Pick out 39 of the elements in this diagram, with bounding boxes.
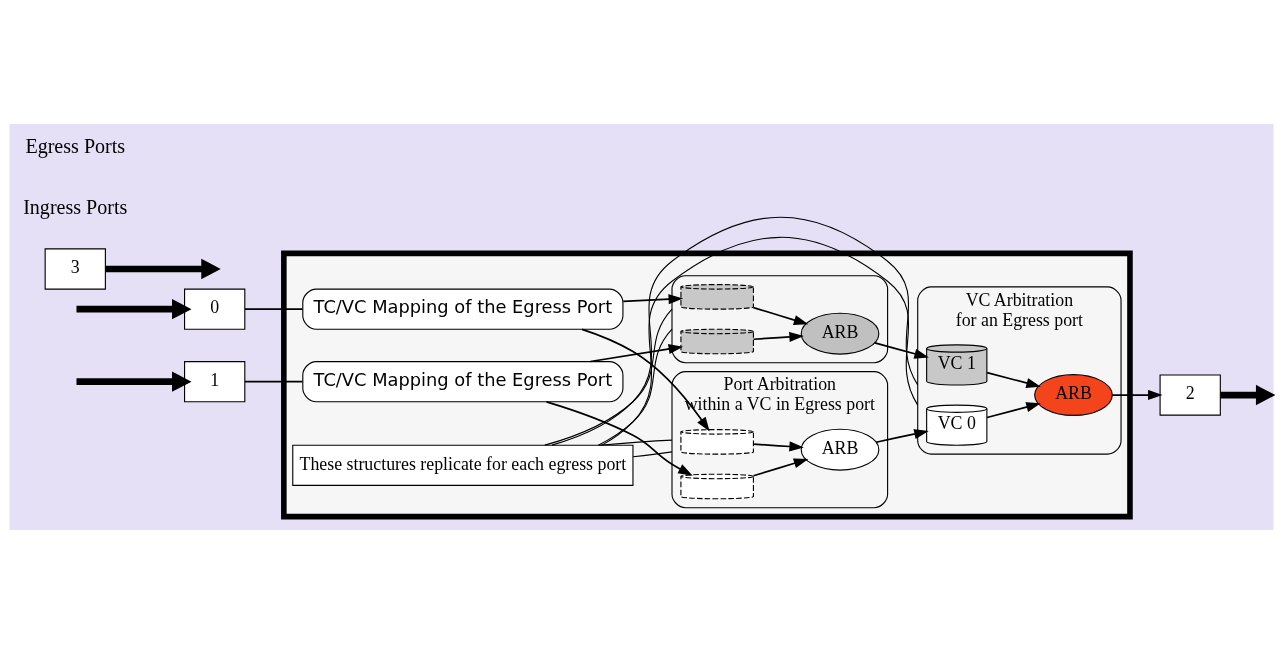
label: Ingress Ports [23,195,128,218]
arrow [589,344,684,363]
arrow [752,331,804,342]
node-box: 3 [44,248,106,290]
arrow [76,371,192,392]
arrow [986,371,1041,388]
node-box: These structures replicate for each egress port [292,444,634,486]
arrow [105,258,221,280]
node-box: 1 [184,361,246,403]
connector [244,308,304,310]
arrow [1111,389,1163,401]
arrow [1220,384,1275,406]
arrow [581,328,710,432]
connector [244,380,304,383]
node-ellipse: ARB [800,312,880,355]
arrow [874,342,929,359]
connector [597,328,673,446]
cluster [671,275,889,364]
connector [551,216,919,446]
arrow [752,441,804,452]
label: Egress Ports [25,135,126,158]
node-ellipse: ARB [800,428,880,471]
arrow [622,294,684,305]
arrow [875,429,929,444]
node-ellipse: ARB [1034,374,1113,416]
node-box: 2 [1159,374,1221,416]
node-box: TC/VC Mapping of the Egress Port [302,361,624,403]
arrow [752,306,809,325]
node-box: 0 [184,288,246,330]
connector [601,236,919,446]
connector [598,439,673,446]
connector [632,451,673,458]
node-box: TC/VC Mapping of the Egress Port [302,288,624,330]
cluster [281,250,1133,520]
arrow [545,401,693,476]
arrow [76,298,192,320]
connector [544,308,673,446]
arrow [752,458,809,477]
arrow [986,402,1041,419]
